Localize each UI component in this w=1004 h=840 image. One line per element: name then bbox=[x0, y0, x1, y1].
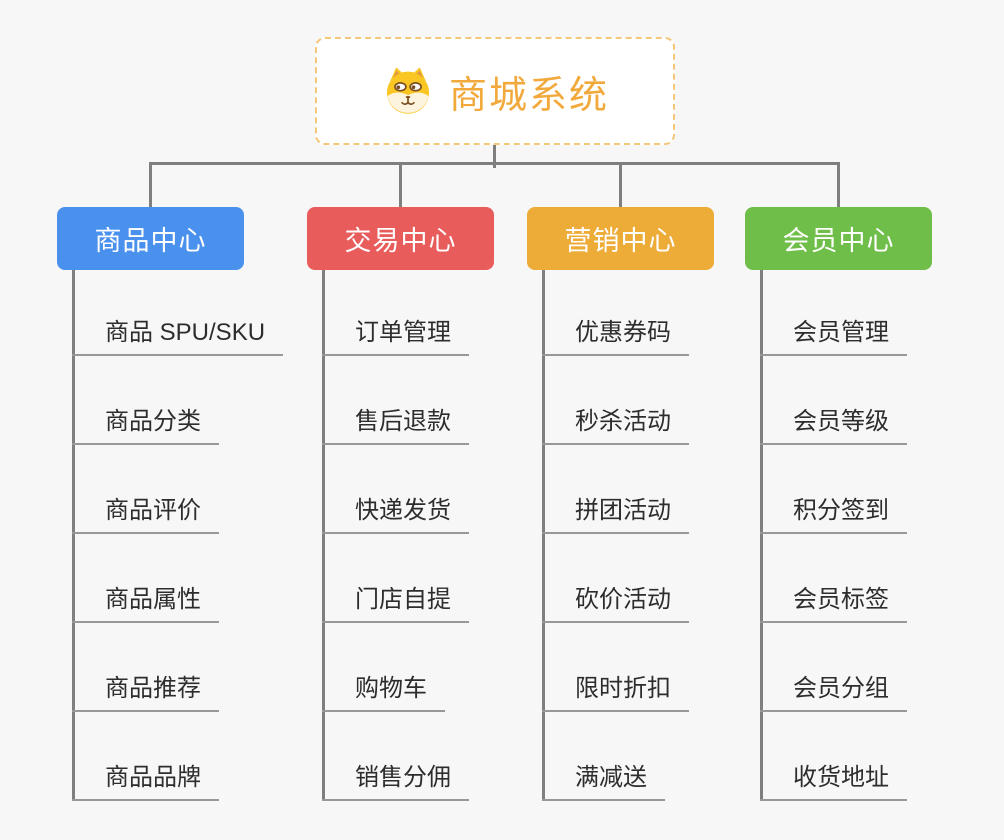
node-item[interactable]: 拼团活动 bbox=[542, 490, 689, 534]
branch-children-product: 商品 SPU/SKU 商品分类 商品评价 商品属性 商品推荐 商品品牌 bbox=[72, 270, 302, 810]
branch-box-product-center[interactable]: 商品中心 bbox=[57, 207, 244, 270]
node-item[interactable]: 限时折扣 bbox=[542, 668, 689, 712]
node-item[interactable]: 会员管理 bbox=[760, 312, 907, 356]
node-item[interactable]: 积分签到 bbox=[760, 490, 907, 534]
node-item-label: 砍价活动 bbox=[575, 586, 671, 613]
node-item-label: 商品推荐 bbox=[105, 675, 201, 702]
node-item-label: 商品属性 bbox=[105, 586, 201, 613]
node-item-label: 门店自提 bbox=[355, 586, 451, 613]
dog-face-icon bbox=[381, 64, 435, 118]
node-item-label: 秒杀活动 bbox=[575, 408, 671, 435]
node-item-label: 商品 SPU/SKU bbox=[105, 319, 266, 346]
node-item[interactable]: 商品品牌 bbox=[72, 757, 219, 801]
node-item[interactable]: 会员标签 bbox=[760, 579, 907, 623]
branch-box-member-center[interactable]: 会员中心 bbox=[745, 207, 932, 270]
connector-drop-member bbox=[837, 162, 840, 208]
node-item[interactable]: 快递发货 bbox=[322, 490, 469, 534]
node-item-label: 会员等级 bbox=[793, 408, 889, 435]
connector-drop-trade bbox=[399, 162, 402, 208]
node-item[interactable]: 收货地址 bbox=[760, 757, 907, 801]
node-item-label: 销售分佣 bbox=[355, 764, 451, 791]
node-item-label: 订单管理 bbox=[355, 319, 451, 346]
node-item[interactable]: 商品分类 bbox=[72, 401, 219, 445]
root-node[interactable]: 商城系统 bbox=[315, 37, 675, 145]
node-item-label: 会员管理 bbox=[793, 319, 889, 346]
node-item[interactable]: 门店自提 bbox=[322, 579, 469, 623]
node-item-label: 会员分组 bbox=[793, 675, 889, 702]
connector-vertical-trade bbox=[322, 270, 325, 801]
branch-children-marketing: 优惠券码 秒杀活动 拼团活动 砍价活动 限时折扣 满减送 bbox=[542, 270, 772, 810]
node-item[interactable]: 商品评价 bbox=[72, 490, 219, 534]
connector-vertical-member bbox=[760, 270, 763, 801]
node-item[interactable]: 优惠券码 bbox=[542, 312, 689, 356]
node-item[interactable]: 商品 SPU/SKU bbox=[72, 312, 284, 356]
node-item-label: 收货地址 bbox=[793, 764, 889, 791]
node-item-label: 商品品牌 bbox=[105, 764, 201, 791]
node-item-label: 积分签到 bbox=[793, 497, 889, 524]
branch-label: 营销中心 bbox=[564, 226, 677, 256]
connector-root-stem bbox=[493, 145, 496, 168]
branch-label: 交易中心 bbox=[344, 226, 457, 256]
connector-vertical-product bbox=[72, 270, 75, 801]
connector-drop-product bbox=[149, 162, 152, 208]
node-item[interactable]: 订单管理 bbox=[322, 312, 469, 356]
node-item[interactable]: 会员分组 bbox=[760, 668, 907, 712]
branch-label: 商品中心 bbox=[94, 226, 207, 256]
node-item[interactable]: 售后退款 bbox=[322, 401, 469, 445]
node-item-label: 优惠券码 bbox=[575, 319, 671, 346]
node-item-label: 满减送 bbox=[575, 764, 647, 791]
connector-drop-marketing bbox=[619, 162, 622, 208]
connector-vertical-marketing bbox=[542, 270, 545, 801]
branch-box-marketing-center[interactable]: 营销中心 bbox=[527, 207, 714, 270]
branch-children-member: 会员管理 会员等级 积分签到 会员标签 会员分组 收货地址 bbox=[760, 270, 990, 810]
node-item-label: 商品评价 bbox=[105, 497, 201, 524]
branch-children-trade: 订单管理 售后退款 快递发货 门店自提 购物车 销售分佣 bbox=[322, 270, 552, 810]
node-item[interactable]: 砍价活动 bbox=[542, 579, 689, 623]
node-item[interactable]: 商品推荐 bbox=[72, 668, 219, 712]
node-item-label: 限时折扣 bbox=[575, 675, 671, 702]
branch-box-trade-center[interactable]: 交易中心 bbox=[307, 207, 494, 270]
node-item[interactable]: 销售分佣 bbox=[322, 757, 469, 801]
node-item-label: 会员标签 bbox=[793, 586, 889, 613]
node-item[interactable]: 会员等级 bbox=[760, 401, 907, 445]
node-item-label: 售后退款 bbox=[355, 408, 451, 435]
node-item-label: 购物车 bbox=[355, 675, 427, 702]
node-item[interactable]: 购物车 bbox=[322, 668, 445, 712]
root-title: 商城系统 bbox=[448, 74, 609, 117]
node-item[interactable]: 秒杀活动 bbox=[542, 401, 689, 445]
node-item-label: 快递发货 bbox=[355, 497, 451, 524]
node-item-label: 拼团活动 bbox=[575, 497, 671, 524]
node-item[interactable]: 满减送 bbox=[542, 757, 665, 801]
node-item-label: 商品分类 bbox=[105, 408, 201, 435]
connector-horizontal-bar bbox=[149, 162, 840, 165]
branch-label: 会员中心 bbox=[782, 226, 895, 256]
node-item[interactable]: 商品属性 bbox=[72, 579, 219, 623]
